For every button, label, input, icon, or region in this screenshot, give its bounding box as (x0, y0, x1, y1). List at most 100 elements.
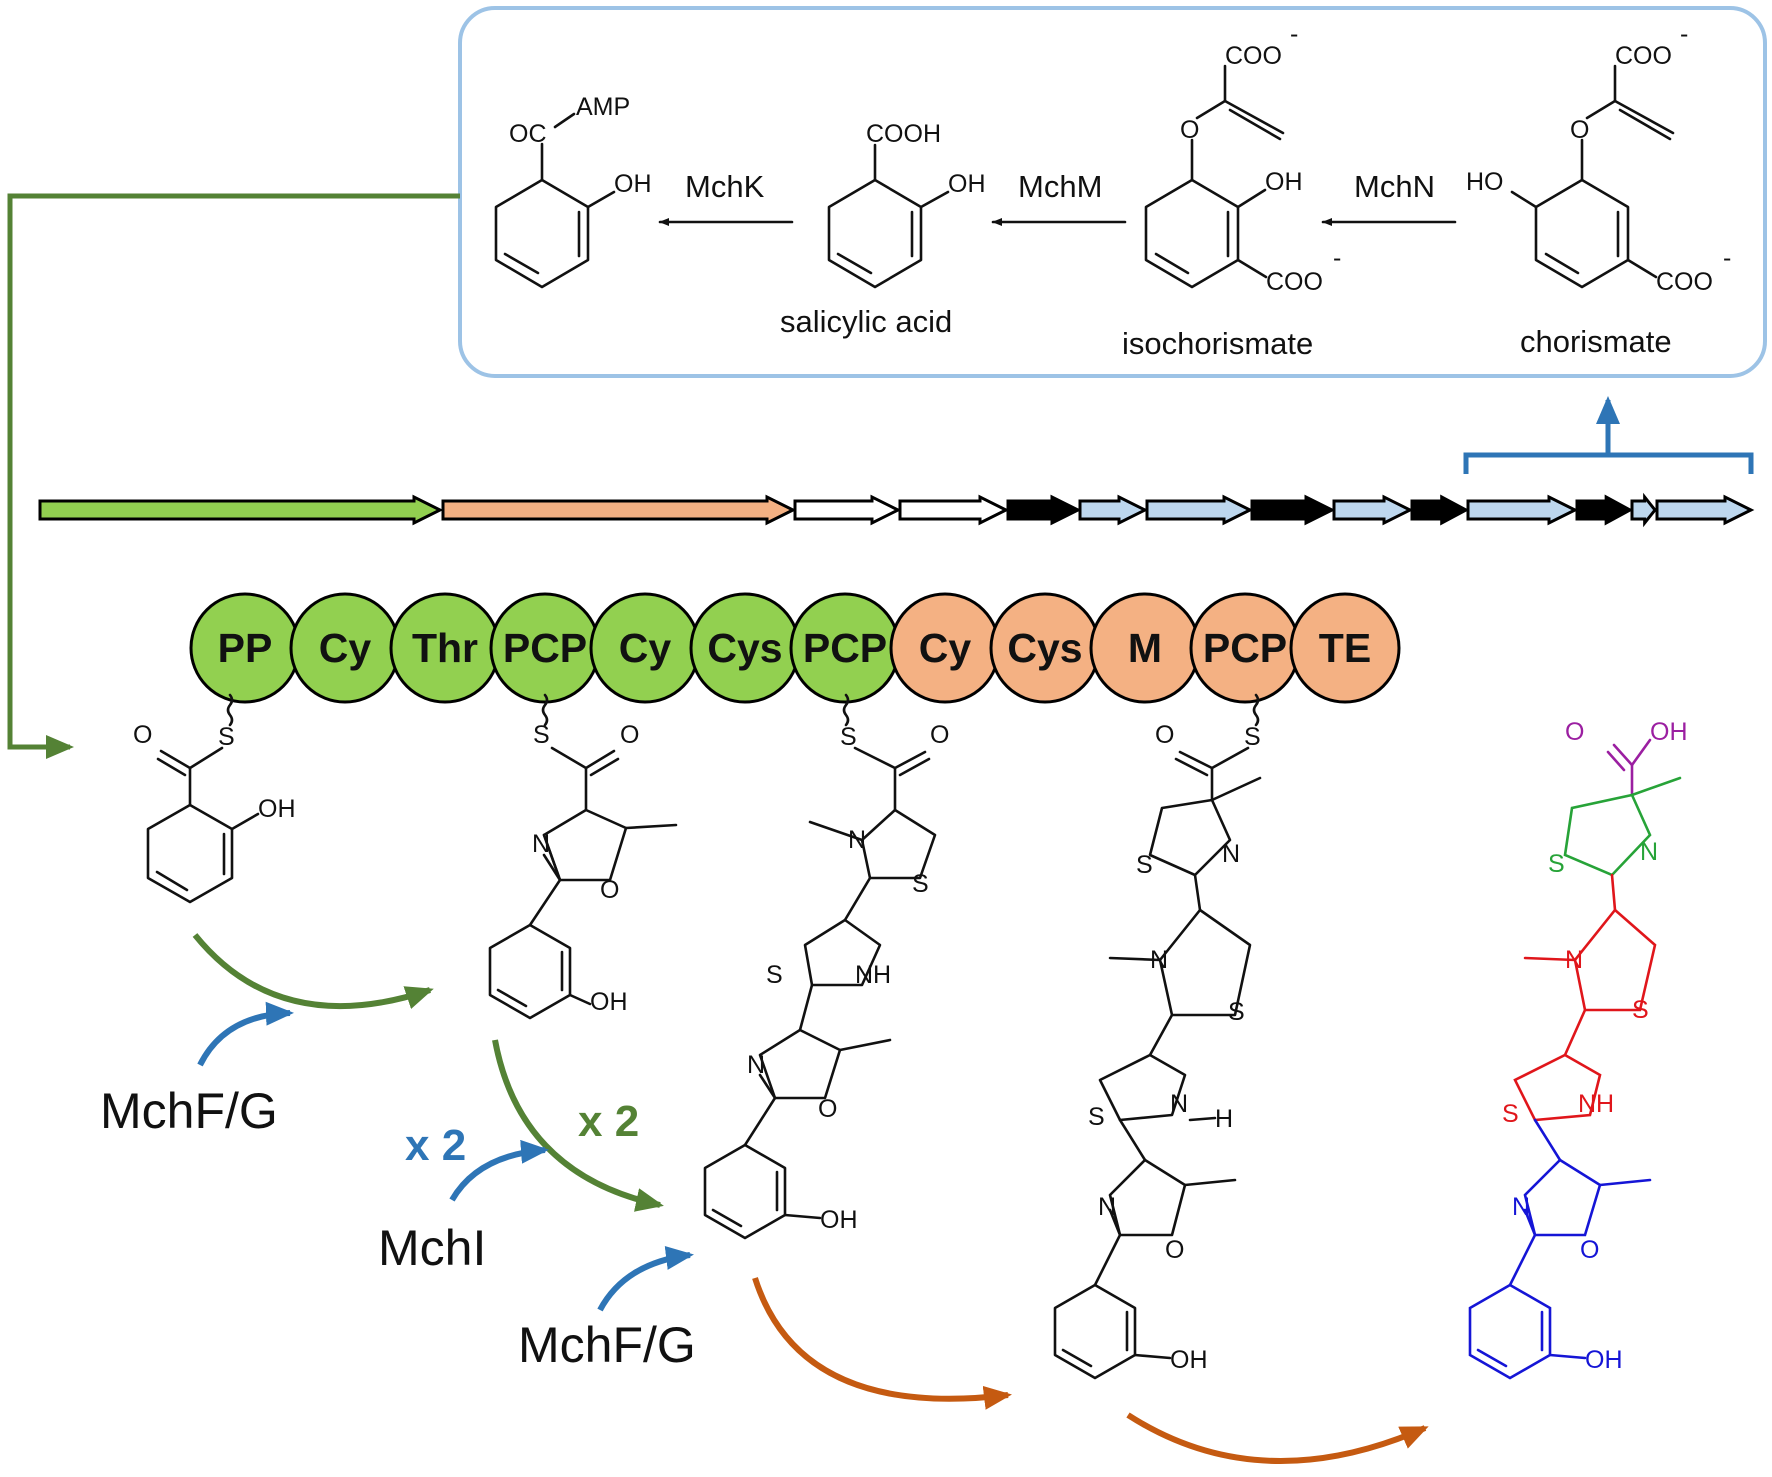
final-s-thiazoline: S (1548, 850, 1565, 878)
chorismate-name: chorismate (1520, 324, 1672, 359)
enzyme-mchk: MchK (685, 169, 765, 204)
iso-coo-bottom: COO (1266, 268, 1323, 296)
final-s-ring2: S (1632, 996, 1649, 1024)
final-product: O OH S N N S S NH (1468, 718, 1688, 1380)
int2-o-ring: O (600, 876, 619, 904)
domain-pcp: PCP (1189, 592, 1301, 704)
salicyl-amp-oh: OH (614, 170, 652, 198)
int3-o-carbonyl: O (930, 721, 949, 749)
iso-ether-o: O (1180, 116, 1199, 144)
enzyme-mchn: MchN (1354, 169, 1435, 204)
blue-bracket-arrow (1463, 396, 1754, 474)
gene-arrow (1250, 494, 1336, 526)
domain-cys: Cys (989, 592, 1101, 704)
int3-s-ring2: S (766, 961, 783, 989)
gene-arrow (1655, 494, 1755, 526)
isochorismate-name: isochorismate (1122, 326, 1313, 361)
int2-oh: OH (590, 988, 628, 1016)
int3-nh: NH (855, 961, 891, 989)
intermediate-3: S O N S S NH N O OH (703, 693, 949, 1240)
salicyl-amp-amp: AMP (576, 93, 630, 121)
label-x2-green: x 2 (578, 1097, 639, 1146)
label-mchi: MchI (378, 1220, 486, 1276)
domain-label: TE (1319, 625, 1371, 671)
domain-label: Cy (619, 625, 672, 671)
int4-s-ring3: S (1088, 1103, 1105, 1131)
salicyl-amp-structure: OC AMP OH (494, 93, 652, 289)
orange-curved-arrow-2 (1126, 1412, 1429, 1464)
iso-coo-top-charge: - (1290, 20, 1298, 48)
domain-label: Cy (319, 625, 372, 671)
domain-cy: Cy (289, 592, 401, 704)
gene-arrow (1145, 494, 1254, 526)
green-curved-arrow-1 (192, 933, 434, 1010)
domain-thr: Thr (389, 592, 501, 704)
orange-curved-arrow-1 (752, 1277, 1012, 1410)
iso-oh: OH (1265, 168, 1303, 196)
int1-oh: OH (258, 795, 296, 823)
salicylic-oh: OH (948, 170, 986, 198)
int4-s-ring2: S (1228, 998, 1245, 1026)
int2-n: N (532, 830, 550, 858)
domain-pp: PP (189, 592, 301, 704)
cho-coo-top: COO (1615, 42, 1672, 70)
final-o-ring: O (1580, 1236, 1599, 1264)
gene-arrow (38, 494, 444, 526)
int2-s: S (533, 721, 550, 749)
int1-s: S (218, 723, 235, 751)
int2-o-carbonyl: O (620, 721, 639, 749)
gene-arrow (898, 494, 1010, 526)
gene-arrow (1630, 492, 1657, 528)
int4-s-thioester: S (1244, 723, 1261, 751)
gene-arrow (1332, 494, 1414, 526)
domain-label: Thr (412, 625, 478, 671)
int3-n: N (747, 1051, 765, 1079)
iso-coo-bottom-charge: - (1333, 244, 1341, 272)
salicyl-amp-oc: OC (509, 120, 547, 148)
domain-label: Cy (919, 625, 972, 671)
label-mchfg-2: MchF/G (518, 1317, 696, 1373)
intermediate-2: S O N O OH (488, 693, 678, 1020)
chorismate-structure: COO - O HO COO - chorismate (1466, 20, 1731, 359)
salicylic-acid-name: salicylic acid (780, 304, 952, 339)
final-oh-phenol: OH (1585, 1346, 1623, 1374)
int1-o: O (133, 721, 152, 749)
gene-cluster (38, 492, 1755, 528)
int3-oh: OH (820, 1206, 858, 1234)
blue-arrow-mchfg-1 (197, 1001, 294, 1067)
int3-n-methyl: N (848, 826, 866, 854)
inset-border (458, 6, 1767, 378)
domain-m: M (1089, 592, 1201, 704)
cho-coo-bottom: COO (1656, 268, 1713, 296)
iso-coo-top: COO (1225, 42, 1282, 70)
int4-o-ring: O (1165, 1236, 1184, 1264)
domain-pcp: PCP (489, 592, 601, 704)
domain-te: TE (1289, 592, 1401, 704)
gene-arrow (1410, 494, 1470, 526)
int3-o-ring: O (818, 1095, 837, 1123)
label-x2-blue: x 2 (405, 1121, 466, 1170)
cho-ether-o: O (1570, 116, 1589, 144)
enzyme-mchm: MchM (1018, 169, 1102, 204)
cho-coo-top-charge: - (1680, 20, 1688, 48)
final-s-ring3: S (1502, 1100, 1519, 1128)
domain-label: PP (218, 625, 273, 671)
final-nh: NH (1578, 1090, 1614, 1118)
int4-h: H (1215, 1105, 1233, 1133)
final-n-methyl: N (1565, 946, 1583, 974)
int4-n-ring1: N (1222, 840, 1240, 868)
gene-arrow (441, 494, 797, 526)
final-o-carbonyl: O (1565, 718, 1584, 746)
domain-cy: Cy (589, 592, 701, 704)
gene-arrow (793, 494, 902, 526)
isochorismate-structure: COO - O OH COO - isochorismate (1122, 20, 1341, 361)
int4-n-ring3: N (1170, 1090, 1188, 1118)
domain-label: M (1128, 625, 1162, 671)
int3-s-ring1: S (912, 870, 929, 898)
int4-oh: OH (1170, 1346, 1208, 1374)
domain-label: PCP (503, 625, 587, 671)
final-n-oxazoline: N (1512, 1193, 1530, 1221)
gene-arrow (1078, 494, 1149, 526)
